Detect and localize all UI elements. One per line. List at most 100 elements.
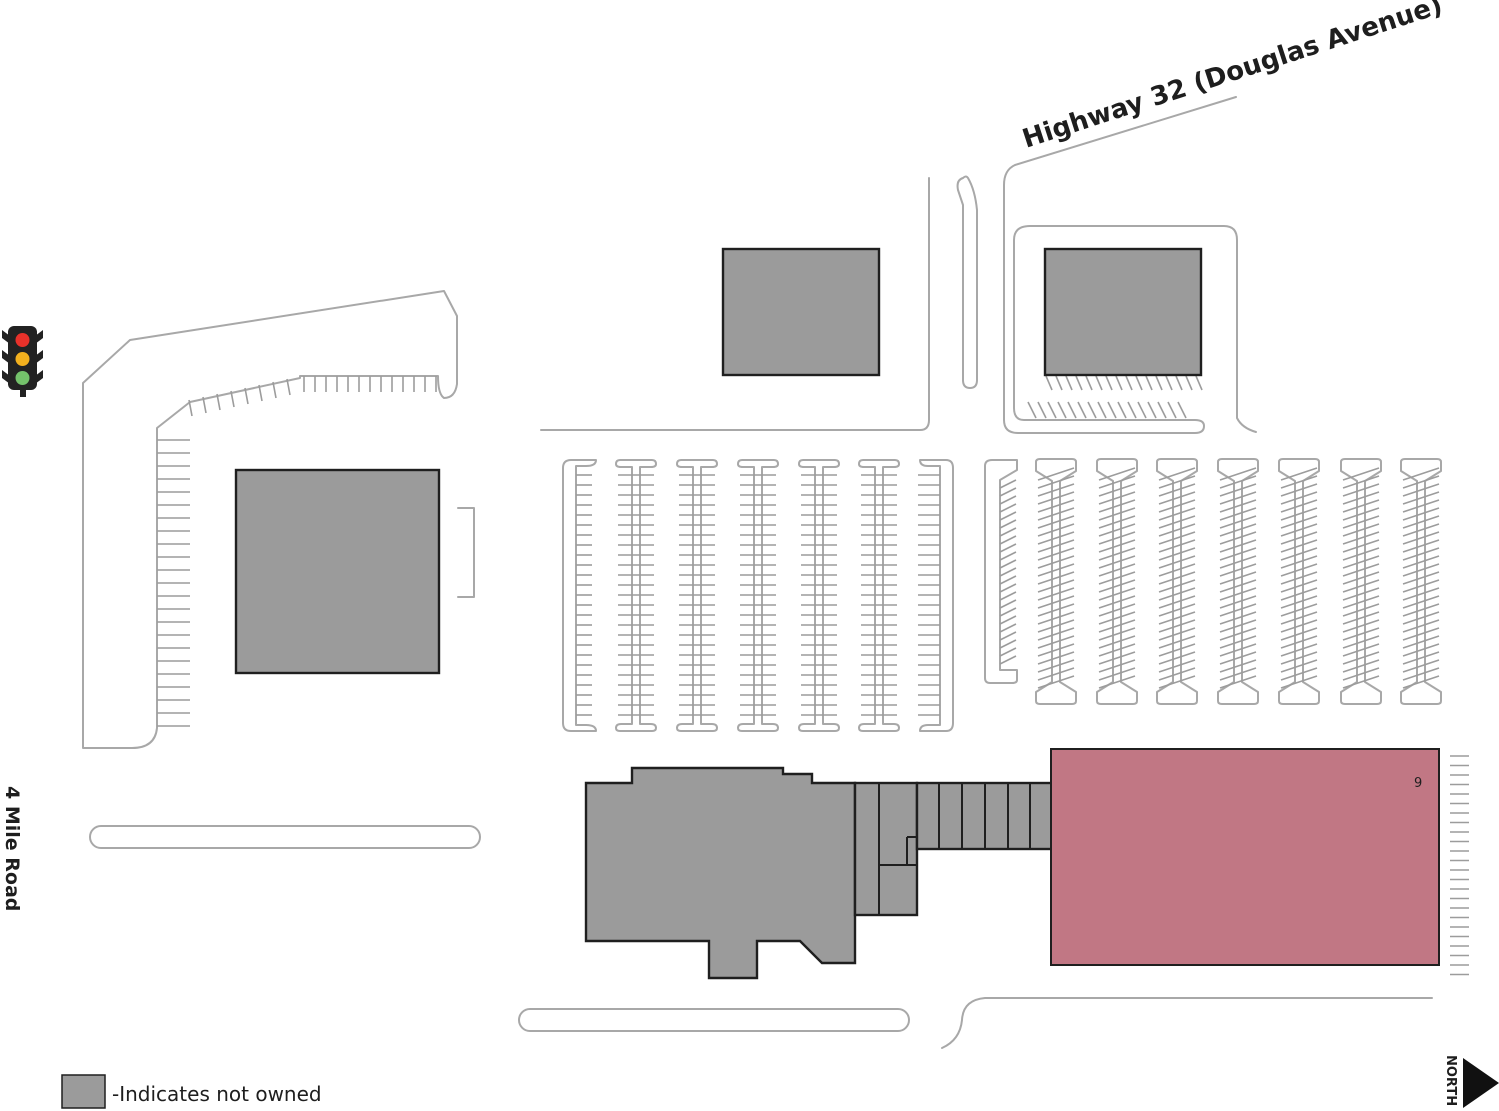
parking-stall: [1342, 627, 1380, 641]
parking-stall: [1342, 651, 1380, 665]
parking-stall: [1105, 375, 1113, 391]
parking-stall: [1147, 401, 1157, 419]
parking-stall: [1045, 375, 1053, 391]
parking-stall: [1219, 643, 1257, 657]
parking-stall: [1402, 627, 1440, 641]
parking-stall: [1037, 659, 1075, 673]
parking-stall: [999, 655, 1017, 665]
parking-stall: [999, 543, 1017, 553]
parking-stall: [1402, 547, 1440, 561]
parking-stall: [1037, 667, 1075, 681]
parking-stall: [1098, 491, 1136, 505]
parking-stall: [1280, 563, 1318, 577]
parking-stall: [272, 381, 277, 399]
parking-stall: [1280, 555, 1318, 569]
parking-stall: [1280, 659, 1318, 673]
parking-stall: [999, 527, 1017, 537]
parking-stall: [1165, 375, 1173, 391]
north-label: NORTH: [1443, 1055, 1458, 1106]
parking-stall: [1342, 483, 1380, 497]
parking-stall: [1280, 651, 1318, 665]
parking-stall: [1098, 627, 1136, 641]
side-road-label: 4 Mile Road: [1, 786, 23, 911]
parking-island: [615, 459, 657, 732]
parking-stall: [1280, 475, 1318, 489]
parking-stall: [1037, 523, 1075, 537]
parking-stall: [1219, 491, 1257, 505]
parking-stall: [1280, 483, 1318, 497]
parking-stall: [1158, 627, 1196, 641]
parking-stall: [1097, 401, 1107, 419]
parking-stall: [1037, 635, 1075, 649]
parking-stall: [216, 393, 221, 411]
parking-stall: [230, 390, 235, 408]
parking-stall: [999, 487, 1017, 497]
parking-stall: [1037, 651, 1075, 665]
parking-stall: [1027, 401, 1037, 419]
parking-stall: [1342, 467, 1380, 481]
parking-stall: [1158, 499, 1196, 513]
parking-stall: [1098, 611, 1136, 625]
drive-aisle-island: [89, 825, 481, 849]
parking-stall: [1137, 401, 1147, 419]
outparcel-angled-stalls: [1027, 375, 1203, 419]
parking-stall: [1158, 587, 1196, 601]
highway-curb: [1003, 96, 1257, 434]
parking-stall: [1158, 475, 1196, 489]
parking-stall: [1280, 571, 1318, 585]
parking-stall: [1098, 667, 1136, 681]
parking-stall: [1085, 375, 1093, 391]
parking-stall: [1095, 375, 1103, 391]
parking-stall: [1087, 401, 1097, 419]
parking-stall: [1098, 515, 1136, 529]
parking-stall: [1280, 515, 1318, 529]
parking-stall: [1219, 499, 1257, 513]
parking-stall: [1158, 667, 1196, 681]
parking-stall: [999, 567, 1017, 577]
parking-stall: [1127, 401, 1137, 419]
parking-stall: [1037, 555, 1075, 569]
parking-stall: [1098, 523, 1136, 537]
parking-stall: [1098, 563, 1136, 577]
parking-stall: [1037, 475, 1075, 489]
parking-stall: [202, 396, 207, 414]
parking-stall: [1342, 547, 1380, 561]
parking-stall: [1195, 375, 1203, 391]
parking-stall: [1098, 571, 1136, 585]
parking-stall: [999, 599, 1017, 609]
parking-stall: [1219, 547, 1257, 561]
parking-stall: [1037, 627, 1075, 641]
parking-stall: [1342, 659, 1380, 673]
outparcel-lot: [82, 290, 458, 749]
parking-stall: [999, 607, 1017, 617]
parking-stall: [1098, 499, 1136, 513]
parking-stall: [1219, 651, 1257, 665]
parking-stall: [1158, 603, 1196, 617]
parking-stall: [1037, 611, 1075, 625]
parking-stall: [1037, 603, 1075, 617]
parking-stall: [1167, 401, 1177, 419]
parking-stall: [1158, 659, 1196, 673]
legend-text: -Indicates not owned: [112, 1082, 322, 1106]
parking-stall: [999, 639, 1017, 649]
parking-stall: [1057, 401, 1067, 419]
anchor-building: [584, 766, 857, 980]
parking-stall: [1158, 491, 1196, 505]
parking-stall: [999, 519, 1017, 529]
parking-stall: [1280, 531, 1318, 545]
parking-island: [562, 459, 597, 732]
suite-9-available[interactable]: [1050, 748, 1440, 966]
parking-stall: [1158, 619, 1196, 633]
parking-stall: [1402, 515, 1440, 529]
parking-stall: [1098, 635, 1136, 649]
parking-stall: [1342, 603, 1380, 617]
parking-stall: [1342, 555, 1380, 569]
parking-stall: [1280, 611, 1318, 625]
parking-stall: [1402, 651, 1440, 665]
parking-stall: [1219, 515, 1257, 529]
parking-stall: [1280, 507, 1318, 521]
parking-stall: [1037, 499, 1075, 513]
median-strip: [956, 175, 978, 389]
parking-stall: [1280, 667, 1318, 681]
parking-stall: [1117, 401, 1127, 419]
